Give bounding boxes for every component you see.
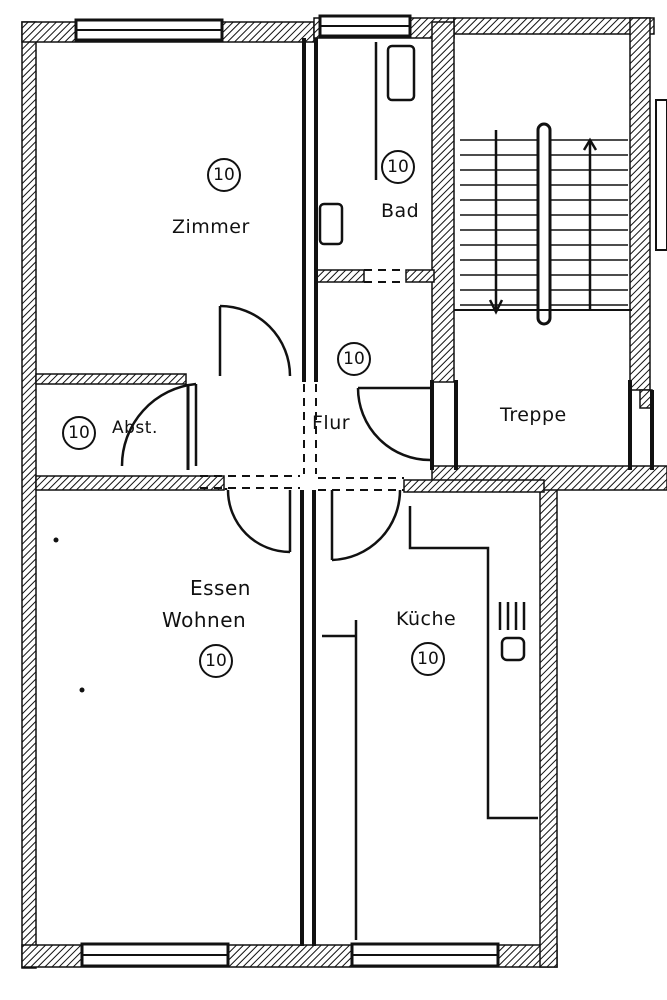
kitchen-counter xyxy=(322,506,538,940)
windows xyxy=(74,14,667,968)
room-number-zimmer: 10 xyxy=(207,158,241,192)
bathtub-fixture xyxy=(374,42,416,180)
room-label-bad: Bad xyxy=(381,200,420,222)
openings xyxy=(200,269,653,491)
room-label-flur: Flur xyxy=(312,412,351,434)
staircase xyxy=(454,122,632,326)
stove-fixture xyxy=(498,602,526,662)
dot-mark xyxy=(53,537,59,543)
room-label-abst: Abst. xyxy=(112,418,158,438)
outer-walls xyxy=(21,17,667,969)
toilet-fixture xyxy=(318,202,344,246)
room-label-essen: Essen xyxy=(190,576,251,600)
room-label-zimmer: Zimmer xyxy=(172,216,250,238)
doors xyxy=(120,304,432,562)
room-label-kueche: Küche xyxy=(396,608,457,630)
inner-walls xyxy=(35,21,653,493)
dot-mark xyxy=(79,687,85,693)
room-label-wohnen: Wohnen xyxy=(162,608,247,632)
room-number-abst: 10 xyxy=(62,416,96,450)
room-number-bad: 10 xyxy=(381,150,415,184)
room-label-treppe: Treppe xyxy=(500,404,567,426)
room-number-kueche: 10 xyxy=(411,642,445,676)
room-number-flur: 10 xyxy=(337,342,371,376)
room-number-essen-wohnen: 10 xyxy=(199,644,233,678)
